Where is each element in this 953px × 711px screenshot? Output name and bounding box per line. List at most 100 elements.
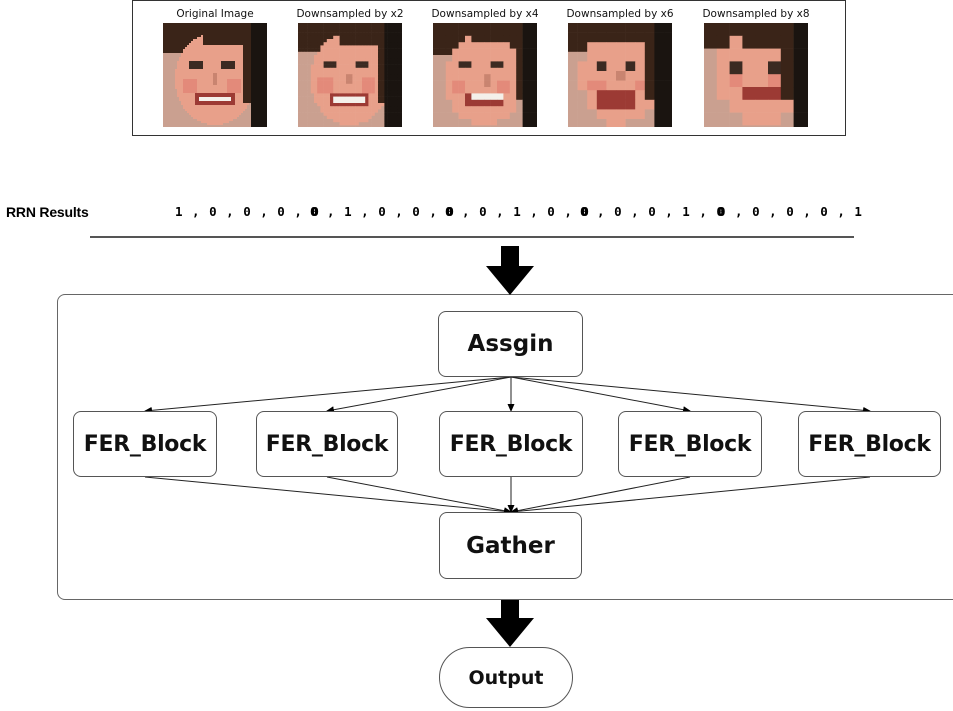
face-pixel — [529, 106, 536, 113]
face-pixel — [183, 103, 186, 106]
face-pixel — [333, 119, 337, 123]
face-pixel — [307, 77, 312, 81]
face-pixel — [207, 25, 210, 28]
face-pixel — [169, 103, 172, 106]
face-pixel — [384, 42, 388, 46]
face-pixel — [358, 112, 363, 117]
face-pixel — [323, 58, 328, 62]
face-pixel — [390, 45, 395, 49]
face-pixel — [201, 87, 204, 90]
face-pixel — [219, 43, 222, 46]
face-pixel — [195, 91, 198, 94]
face-pixel — [203, 79, 206, 82]
face-pixel — [197, 59, 200, 62]
face-pixel — [241, 27, 244, 30]
face-pixel — [225, 85, 228, 88]
face-pixel — [793, 48, 807, 62]
face-pixel — [201, 117, 204, 120]
face-pixel — [384, 64, 388, 69]
face-pixel — [397, 103, 401, 107]
face-pixel — [509, 61, 517, 69]
face-pixel — [243, 89, 246, 92]
face-pixel — [381, 74, 385, 78]
face-pixel — [191, 75, 194, 78]
face-pixel — [387, 90, 392, 94]
face-pixel — [197, 35, 200, 38]
face-pixel — [333, 125, 337, 127]
face-pixel — [173, 91, 176, 94]
face-pixel — [433, 119, 440, 126]
face-pixel — [249, 61, 252, 64]
face-pixel — [245, 107, 248, 110]
face-pixel — [587, 71, 598, 81]
face-pixel — [247, 85, 250, 88]
face-pixel — [529, 112, 536, 120]
face-pixel — [241, 59, 244, 62]
face-pixel — [227, 57, 230, 60]
face-pixel — [358, 42, 363, 46]
face-pixel — [219, 81, 222, 84]
face-pixel — [336, 90, 340, 94]
face-pixel — [171, 117, 174, 120]
face-pixel — [239, 49, 242, 52]
face-pixel — [503, 67, 511, 75]
face-pixel — [349, 77, 353, 81]
face-pixel — [243, 95, 246, 98]
face-pixel — [317, 122, 321, 126]
face-pixel — [255, 77, 258, 80]
face-pixel — [326, 112, 331, 117]
face-pixel — [529, 48, 536, 56]
face-pixel — [235, 93, 238, 96]
face-pixel — [189, 37, 192, 40]
face-pixel — [397, 90, 401, 94]
face-pixel — [349, 51, 353, 56]
face-pixel — [239, 23, 242, 26]
face-pixel — [298, 61, 302, 65]
face-pixel — [249, 45, 252, 48]
face-pixel — [577, 90, 588, 101]
face-pixel — [179, 71, 182, 74]
face-pixel — [368, 115, 372, 120]
face-pixel — [255, 27, 258, 30]
face-pixel — [320, 125, 324, 127]
face-pixel — [189, 115, 192, 118]
face-pixel — [381, 45, 385, 49]
face-pixel — [165, 61, 168, 64]
face-pixel — [213, 117, 216, 120]
face-pixel — [241, 33, 244, 36]
face-pixel — [221, 103, 224, 106]
face-pixel — [207, 61, 210, 64]
face-pixel — [265, 25, 267, 28]
face-pixel — [336, 99, 340, 104]
face-pixel — [445, 87, 453, 94]
face-pixel — [219, 73, 222, 76]
face-pixel — [349, 71, 353, 75]
face-pixel — [529, 35, 536, 43]
face-pixel — [616, 80, 626, 91]
face-pixel — [503, 93, 511, 101]
face-pixel — [362, 103, 366, 107]
face-pixel — [625, 90, 636, 101]
face-pixel — [233, 79, 236, 82]
face-pixel — [211, 115, 214, 118]
face-pixel — [191, 93, 194, 96]
face-pixel — [384, 90, 388, 94]
face-pixel — [704, 87, 718, 101]
face-pixel — [304, 23, 308, 27]
face-pixel — [189, 23, 192, 26]
face-pixel — [175, 55, 178, 58]
face-pixel — [177, 111, 180, 114]
face-pixel — [235, 111, 238, 114]
face-pixel — [171, 61, 174, 64]
face-pixel — [255, 63, 258, 66]
face-pixel — [397, 58, 401, 62]
face-pixel — [265, 75, 267, 78]
face-pixel — [355, 112, 360, 117]
face-pixel — [251, 79, 254, 82]
face-pixel — [173, 57, 176, 60]
face-pixel — [257, 83, 260, 86]
face-pixel — [314, 42, 318, 46]
face-pixel — [183, 123, 186, 126]
face-pixel — [355, 119, 360, 123]
face-pixel — [199, 43, 202, 46]
